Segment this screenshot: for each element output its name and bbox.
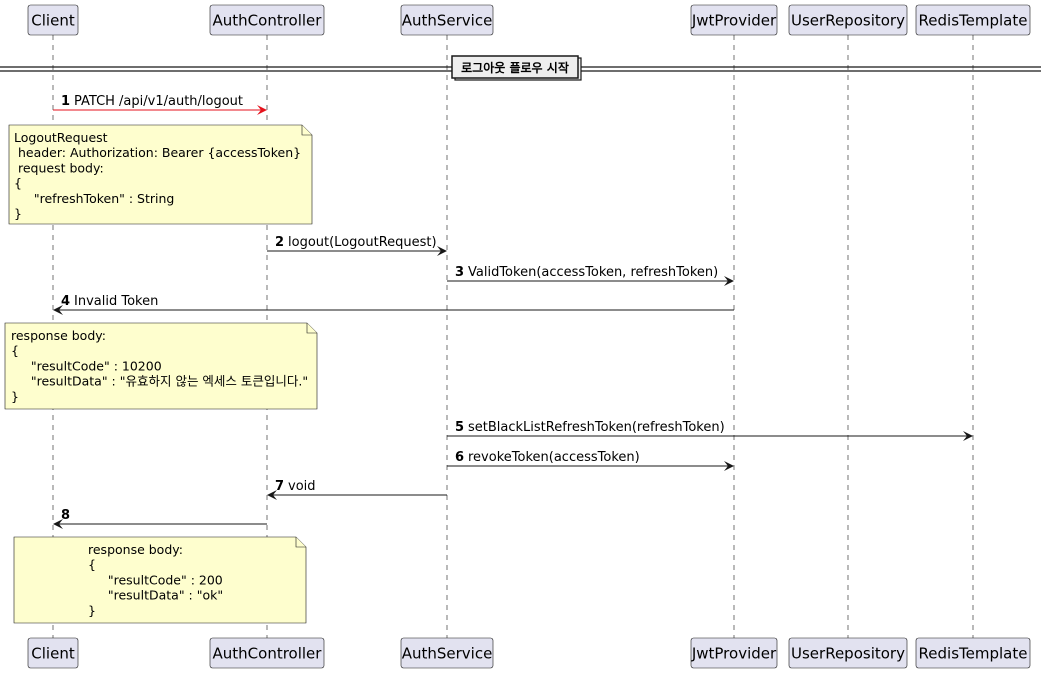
note-line: LogoutRequest: [14, 130, 108, 145]
participant-label: AuthController: [213, 12, 323, 30]
message-label: logout(LogoutRequest): [288, 235, 437, 250]
note-line: header: Authorization: Bearer {accessTok…: [14, 145, 301, 160]
note-line: }: [88, 603, 96, 618]
messages-group: 1 PATCH /api/v1/auth/logout 2 logout(Logout…: [53, 94, 973, 529]
message-number: 7: [275, 479, 284, 494]
note-line: "resultCode" : 200: [88, 572, 223, 587]
participant-box: [209, 4, 325, 36]
message-number: 4: [61, 294, 70, 309]
note-line: {: [11, 343, 19, 358]
participant-label: Client: [31, 645, 75, 663]
participant-box: [915, 4, 1031, 36]
message-1: 1 PATCH /api/v1/auth/logout: [53, 94, 267, 115]
divider-group: 로그아웃 플로우 시작: [0, 55, 1041, 81]
participant-box: [788, 4, 908, 36]
note-body: [4, 322, 318, 410]
message-label: void: [288, 479, 316, 494]
note-fold: [301, 125, 312, 136]
message-3: 3 ValidToken(accessToken, refreshToken): [447, 265, 734, 286]
note-2: response body:{ "resultCode" : 10200 "re…: [4, 322, 318, 410]
participant-jwtprovider-bottom: JwtProvider: [690, 637, 778, 669]
note-line: }: [11, 389, 19, 404]
message-7: 7 void: [267, 479, 447, 500]
participant-redistemplate-top: RedisTemplate: [915, 4, 1031, 36]
message-number: 3: [455, 265, 464, 280]
divider-label-frame: [451, 55, 579, 79]
participant-redistemplate-bottom: RedisTemplate: [915, 637, 1031, 669]
message-label: revokeToken(accessToken): [468, 450, 640, 465]
note-line: response body:: [11, 328, 106, 343]
participant-box: [400, 4, 494, 36]
message-number: 8: [61, 508, 70, 523]
note-body: [13, 536, 307, 624]
participant-label: RedisTemplate: [919, 12, 1028, 30]
participant-authservice-top: AuthService: [400, 4, 494, 36]
message-label: setBlackListRefreshToken(refreshToken): [468, 420, 725, 435]
message-label: ValidToken(accessToken, refreshToken): [468, 265, 718, 280]
note-1: LogoutRequest header: Authorization: Bea…: [8, 124, 313, 225]
message-label: Invalid Token: [74, 294, 158, 309]
participant-label: AuthService: [402, 645, 493, 663]
note-line: "refreshToken" : String: [14, 191, 174, 206]
participant-box: [788, 637, 908, 669]
note-body: [8, 124, 313, 225]
note-fold: [295, 537, 306, 548]
message-8: 8: [53, 508, 267, 529]
note-line: {: [88, 557, 96, 572]
participant-label: AuthService: [402, 12, 493, 30]
notes-group: LogoutRequest header: Authorization: Bea…: [4, 124, 318, 624]
message-6: 6 revokeToken(accessToken): [447, 450, 734, 471]
note-3: response body:{ "resultCode" : 200 "resu…: [13, 536, 307, 624]
participant-box: [209, 637, 325, 669]
participant-label: RedisTemplate: [919, 645, 1028, 663]
participant-label: JwtProvider: [691, 645, 777, 663]
participant-client-bottom: Client: [27, 637, 79, 669]
participant-box: [27, 637, 79, 669]
participant-box: [690, 637, 778, 669]
participant-box: [400, 637, 494, 669]
message-label: PATCH /api/v1/auth/logout: [74, 94, 243, 109]
participant-box: [27, 4, 79, 36]
message-number: 2: [275, 235, 284, 250]
message-4: 4 Invalid Token: [53, 294, 734, 315]
participants-group: ClientClientAuthControllerAuthController…: [27, 4, 1031, 669]
participant-label: UserRepository: [791, 645, 905, 663]
participant-userrepository-top: UserRepository: [788, 4, 908, 36]
message-number: 5: [455, 420, 464, 435]
note-line: "resultData" : "ok": [88, 588, 223, 603]
participant-authcontroller-top: AuthController: [209, 4, 325, 36]
participant-box: [915, 637, 1031, 669]
participant-jwtprovider-top: JwtProvider: [690, 4, 778, 36]
participant-label: JwtProvider: [691, 12, 777, 30]
note-fold: [306, 323, 317, 334]
message-number: 6: [455, 450, 464, 465]
note-line: "resultData" : "유효하지 않는 엑세스 토큰입니다.": [11, 374, 308, 389]
participant-label: UserRepository: [791, 12, 905, 30]
note-line: "resultCode" : 10200: [11, 358, 162, 373]
participant-userrepository-bottom: UserRepository: [788, 637, 908, 669]
message-2: 2 logout(LogoutRequest): [267, 235, 447, 256]
note-line: response body:: [88, 542, 183, 557]
note-line: {: [14, 176, 22, 191]
participant-label: Client: [31, 12, 75, 30]
note-line: }: [14, 206, 22, 221]
participant-label: AuthController: [213, 645, 323, 663]
participant-box: [690, 4, 778, 36]
participant-client-top: Client: [27, 4, 79, 36]
participant-authcontroller-bottom: AuthController: [209, 637, 325, 669]
message-5: 5 setBlackListRefreshToken(refreshToken): [447, 420, 973, 441]
message-number: 1: [61, 94, 70, 109]
divider-label: 로그아웃 플로우 시작: [461, 60, 569, 75]
note-line: request body:: [14, 160, 104, 175]
participant-authservice-bottom: AuthService: [400, 637, 494, 669]
